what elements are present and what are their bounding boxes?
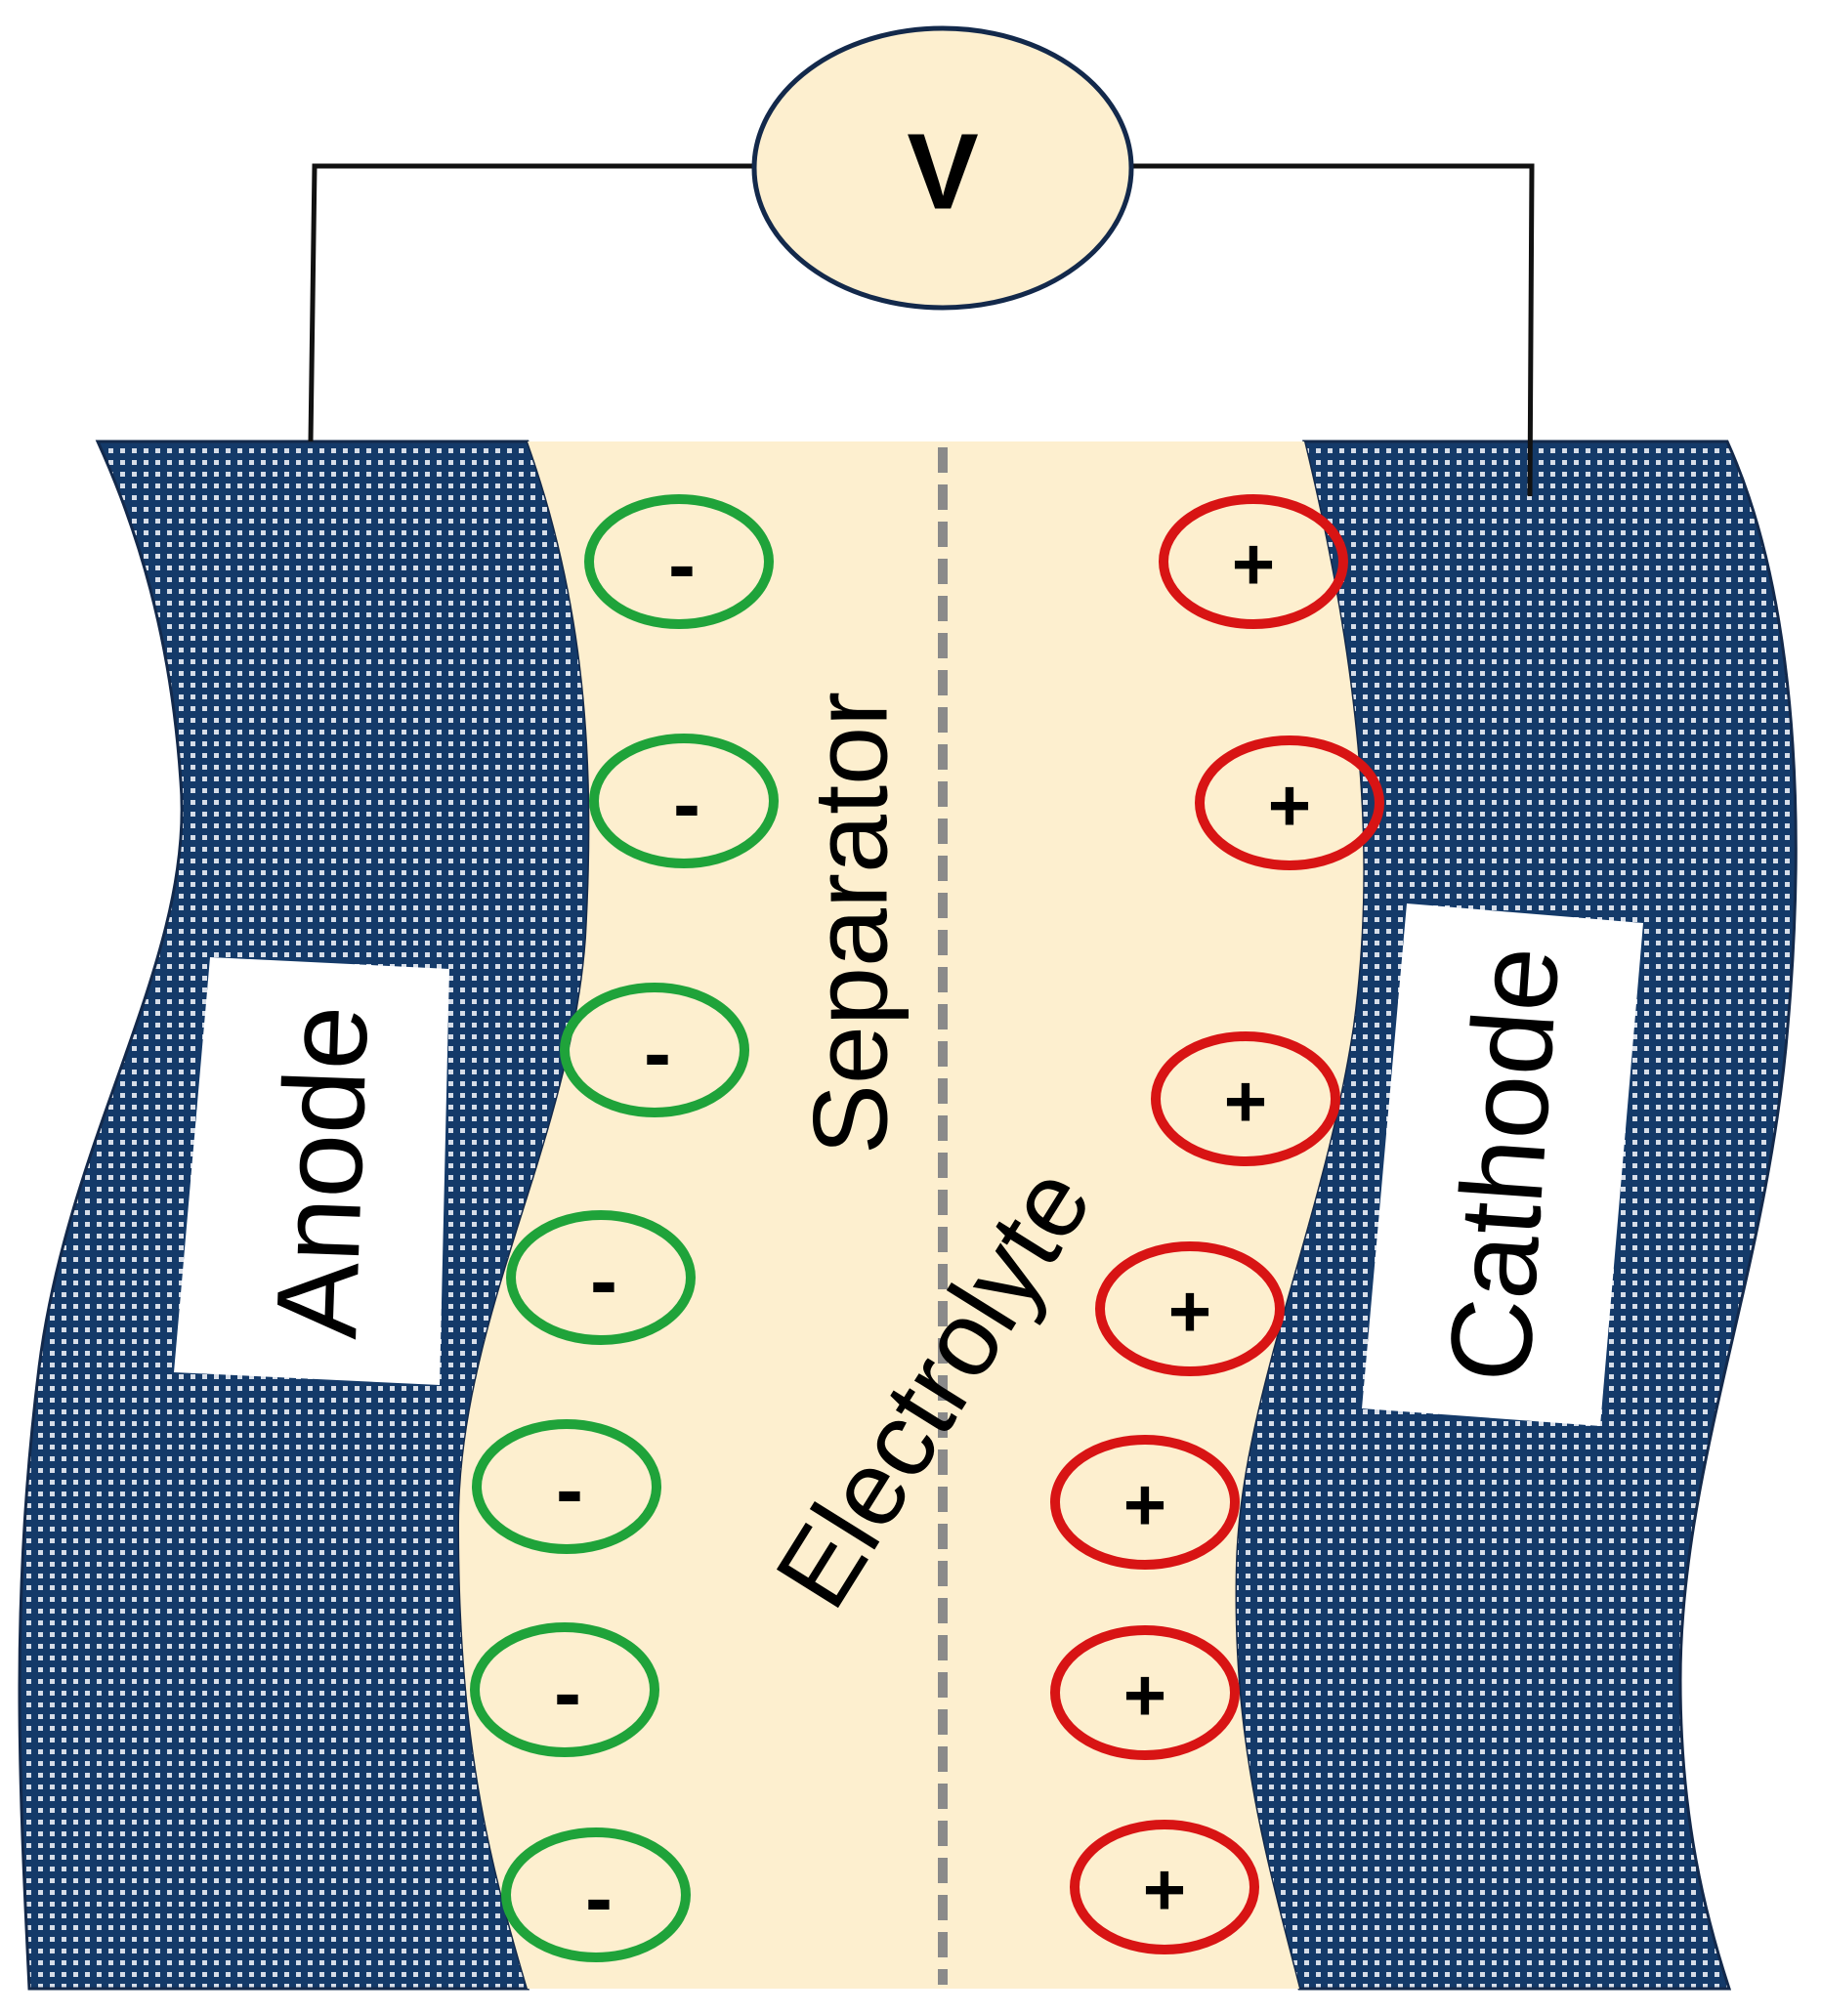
voltmeter-body [751, 25, 1134, 311]
svg-text:+: + [1123, 1655, 1166, 1738]
svg-text:-: - [554, 1647, 581, 1739]
cation: + [1159, 494, 1348, 629]
svg-text:+: + [1224, 1061, 1267, 1144]
svg-text:+: + [1143, 1849, 1186, 1932]
anode-label: Anode [174, 957, 449, 1385]
electrolyte-region [459, 441, 1364, 1989]
anode-label-text: Anode [252, 1003, 393, 1341]
svg-text:-: - [644, 1007, 671, 1099]
anion: - [501, 1827, 691, 1962]
cation: + [1151, 1031, 1340, 1166]
anion: - [560, 983, 749, 1117]
cathode-label-text: Cathode [1425, 943, 1585, 1386]
anion: - [470, 1622, 659, 1757]
svg-text:+: + [1232, 524, 1275, 607]
svg-text:-: - [590, 1235, 617, 1326]
circuit-wire [1131, 163, 1535, 497]
cathode-label: Cathode [1362, 903, 1643, 1426]
anion: - [584, 494, 774, 629]
cation: + [1070, 1820, 1259, 1954]
svg-text:+: + [1268, 765, 1311, 848]
svg-text:-: - [556, 1444, 583, 1535]
separator-label: Separator [791, 692, 910, 1155]
cation: + [1050, 1625, 1240, 1760]
cation: + [1095, 1241, 1285, 1376]
cation: + [1195, 735, 1384, 870]
svg-text:-: - [673, 758, 700, 850]
anion: - [506, 1210, 696, 1345]
svg-text:+: + [1123, 1464, 1166, 1547]
svg-text:-: - [668, 519, 696, 610]
anion: - [472, 1419, 661, 1554]
circuit-wire [308, 163, 754, 442]
voltmeter: V [751, 25, 1134, 311]
svg-text:+: + [1168, 1271, 1211, 1354]
svg-text:-: - [585, 1852, 613, 1944]
anion: - [589, 734, 779, 868]
voltmeter-label: V [907, 112, 978, 232]
cation: + [1050, 1435, 1240, 1570]
